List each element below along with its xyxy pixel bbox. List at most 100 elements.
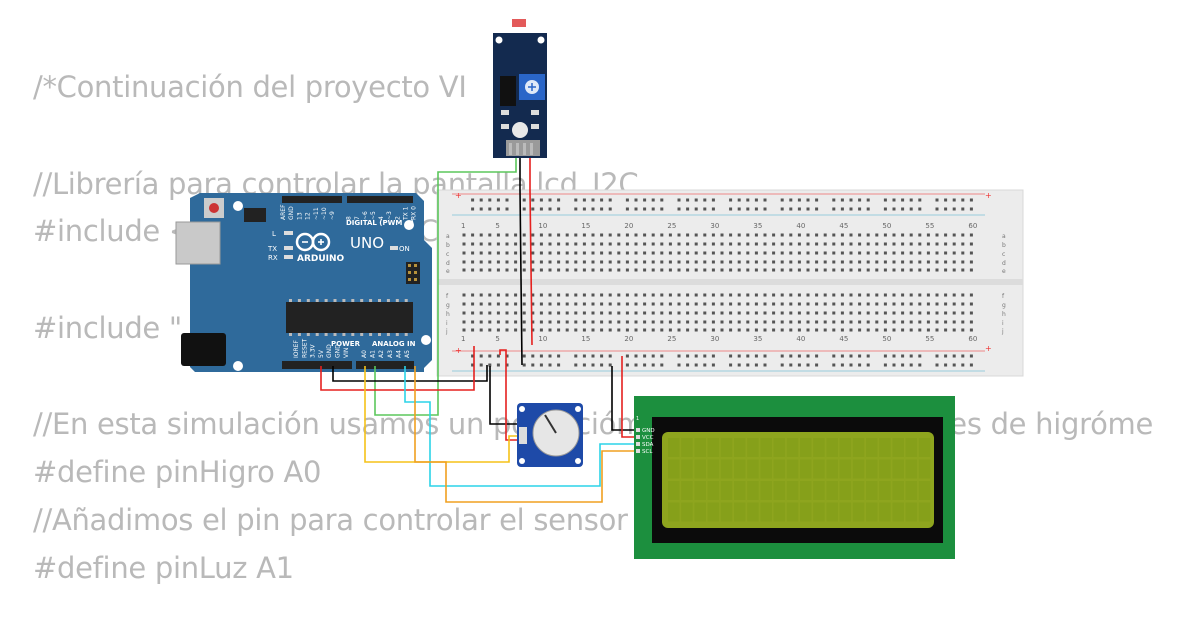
row-letter: h [1002, 311, 1006, 318]
digital-pin-label: TX 1 [402, 206, 409, 221]
column-number: 1 [461, 335, 465, 343]
lcd-pin-label: VCC [642, 435, 654, 441]
digital-pin-label: 4 [378, 216, 385, 220]
rail-plus-label: + [985, 191, 992, 200]
rail-plus-label: + [985, 344, 992, 353]
lcd-pin-label: SCL [642, 449, 653, 455]
digital-pin-label: ~3 [386, 211, 393, 220]
row-letter: f [1002, 293, 1005, 300]
potentiometer[interactable] [517, 403, 583, 467]
code-line-5: //En esta simulación usamos un potencióm… [33, 407, 1154, 441]
column-number: 40 [796, 222, 805, 230]
column-number: 35 [753, 335, 762, 343]
column-number: 20 [624, 335, 633, 343]
row-letter: d [446, 260, 450, 267]
analog-pin-label: A3 [387, 350, 394, 358]
light-sensor-module[interactable] [493, 19, 547, 158]
model-label: UNO [350, 234, 384, 252]
code-line-7: //Añadimos el pin para controlar el sens… [33, 503, 722, 537]
column-number: 35 [753, 222, 762, 230]
wires [320, 158, 638, 503]
code-line-4: #include " [33, 311, 182, 345]
row-letter: c [446, 251, 449, 258]
breadboard[interactable]: + + + + 11551010151520202525303035354040… [436, 189, 1024, 377]
rx-led-label: RX [268, 254, 278, 262]
analog-pin-label: A5 [404, 350, 411, 358]
wire-black [519, 158, 523, 366]
wire-orange [414, 366, 638, 503]
row-letter: i [1002, 320, 1004, 327]
column-number: 40 [796, 335, 805, 343]
column-number: 5 [495, 335, 499, 343]
row-letter: h [446, 311, 450, 318]
l-led-label: L [272, 230, 276, 238]
code-line-1: /*Continuación del proyecto VI [33, 70, 467, 104]
power-pin-label: VIN [343, 348, 350, 358]
code-line-8: #define pinLuz A1 [33, 551, 294, 585]
column-number: 10 [538, 222, 547, 230]
power-pin-label: GND [326, 344, 333, 358]
row-letter: b [1002, 242, 1006, 249]
wire-black [332, 365, 488, 382]
lcd-character-cells [668, 438, 931, 522]
power-pin-label: IOREF [293, 340, 300, 358]
power-pin-label: 3.3V [310, 343, 317, 358]
column-number: 15 [581, 222, 590, 230]
brand-label: ARDUINO [297, 254, 345, 264]
breadboard-column-numbers: 1155101015152020252530303535404045455050… [461, 222, 977, 343]
analog-pin-label: A1 [370, 350, 377, 358]
digital-pin-label: RX 0 [411, 206, 418, 220]
row-letter: i [446, 320, 448, 327]
power-pin-label: 5V [318, 349, 325, 358]
column-number: 5 [495, 222, 499, 230]
row-letter: a [1002, 233, 1006, 240]
column-number: 50 [882, 335, 891, 343]
lcd-pin-label: SDA [642, 442, 654, 448]
power-pin-label: RESET [301, 338, 308, 358]
row-letter: g [446, 302, 450, 309]
microcontroller-chip [286, 302, 413, 333]
row-letter: f [446, 293, 449, 300]
column-number: 60 [968, 335, 977, 343]
wire-cyan [404, 366, 638, 487]
column-number: 50 [882, 222, 891, 230]
row-letter: a [446, 233, 450, 240]
digital-pin-label: 12 [305, 212, 312, 220]
lcd-pin-one-marker: 1 [636, 416, 639, 422]
column-number: 55 [925, 222, 934, 230]
row-letter: e [1002, 268, 1006, 275]
tx-led-label: TX [267, 245, 277, 253]
digital-pin-label: AREF [280, 204, 287, 220]
analog-header [356, 361, 414, 369]
power-header-label: POWER [331, 340, 361, 348]
row-letter: j [1001, 328, 1004, 335]
row-letter: c [1002, 251, 1005, 258]
digital-pin-label: 13 [296, 212, 303, 220]
digital-header-left [282, 196, 342, 203]
on-led-label: ON [399, 245, 410, 253]
digital-pin-label: 8 [346, 216, 353, 220]
column-number: 45 [839, 335, 848, 343]
digital-header-right [347, 196, 413, 203]
reset-button-cap[interactable] [209, 203, 219, 213]
wire-yellow [364, 366, 525, 463]
digital-pin-label: ~10 [321, 207, 328, 220]
analog-pin-label: A2 [378, 350, 385, 358]
wire-red [320, 346, 475, 391]
row-letter: e [446, 268, 450, 275]
code-line-6: #define pinHigro A0 [33, 455, 322, 489]
wire-red [499, 349, 525, 441]
usb-port [175, 221, 221, 265]
column-number: 15 [581, 335, 590, 343]
row-letter: b [446, 242, 450, 249]
digital-header-label: DIGITAL (PWM ~) [346, 219, 414, 227]
power-header [282, 361, 352, 369]
digital-pin-label: 2 [394, 216, 401, 220]
analog-pin-label: A0 [361, 350, 368, 358]
